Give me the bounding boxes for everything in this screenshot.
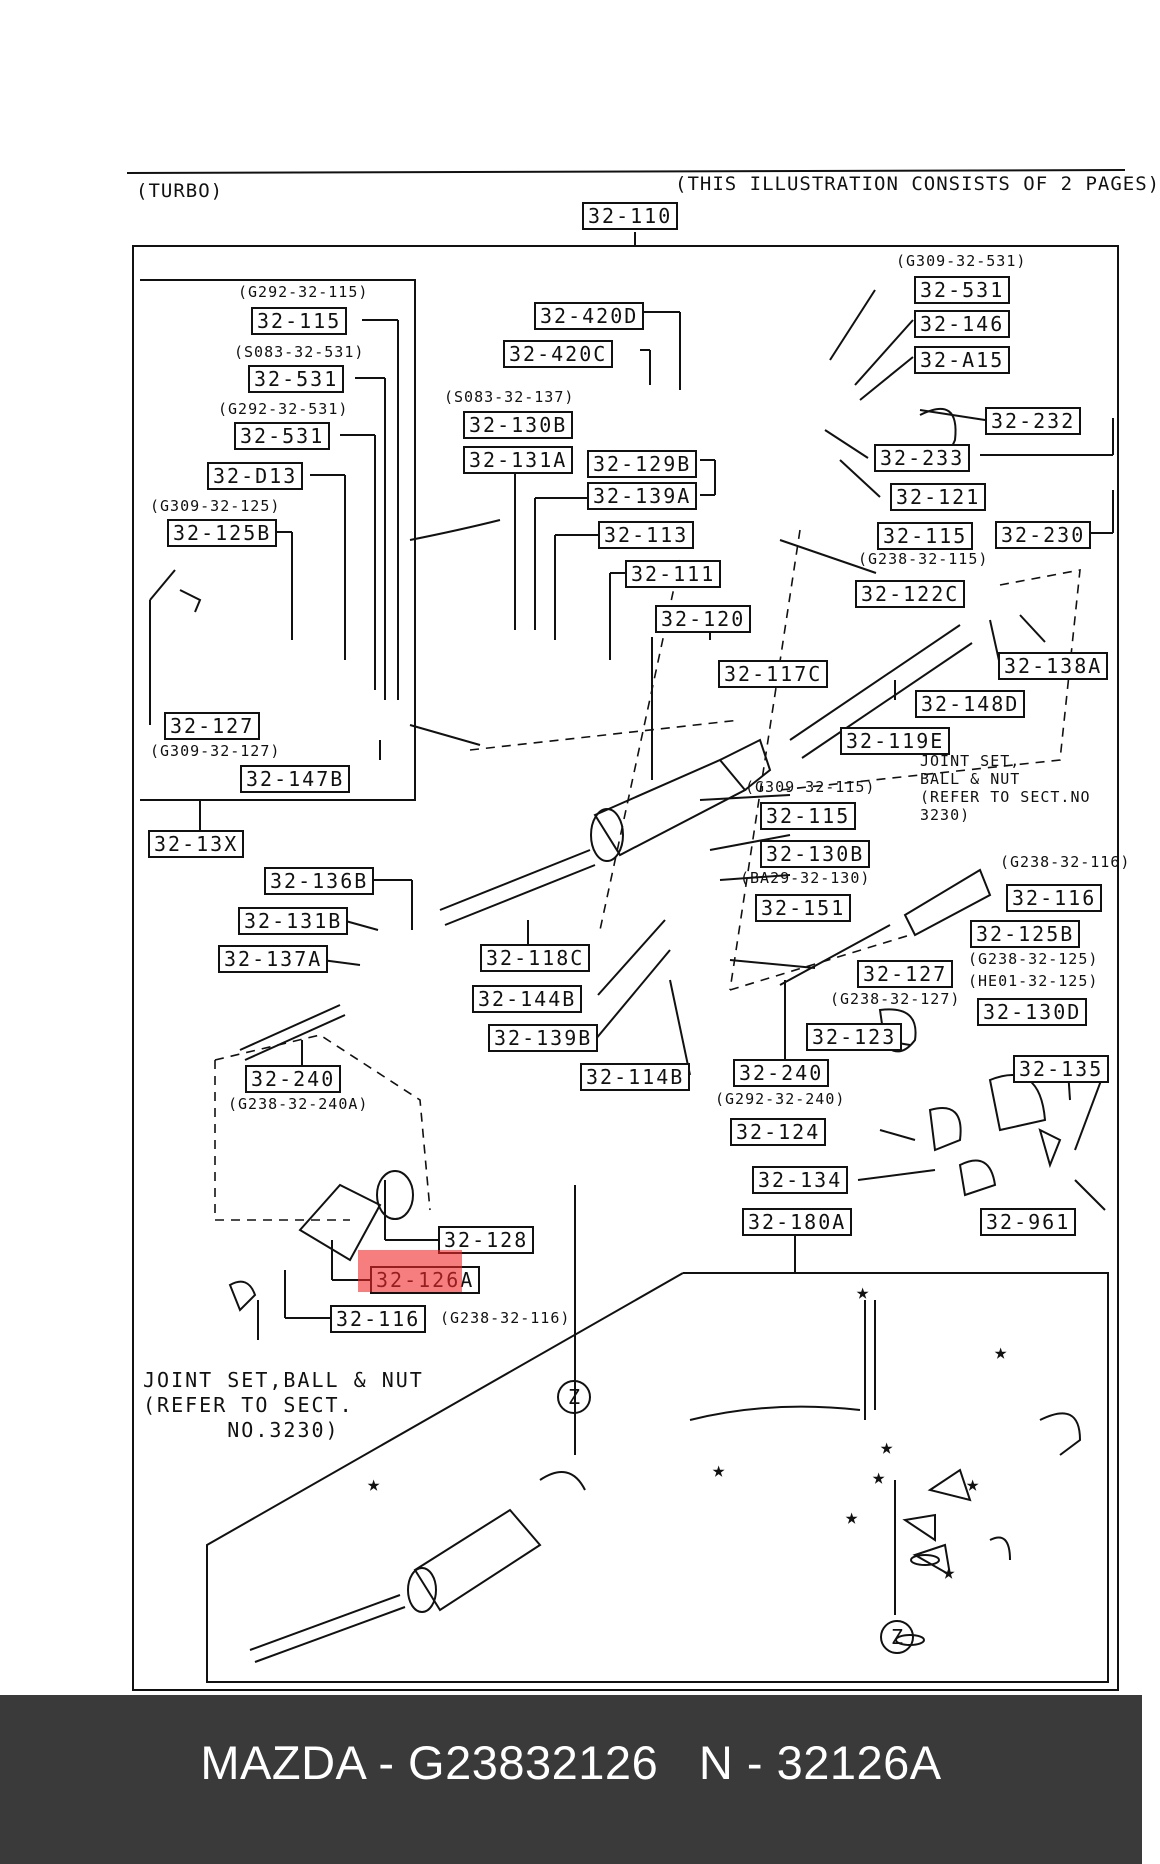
part-label[interactable]: 32-13X [148,830,245,858]
part-label[interactable]: 32-131A [463,446,574,474]
part-label[interactable]: 32-127 [164,712,261,740]
joint-set-note-left: JOINT SET,BALL & NUT (REFER TO SECT. NO.… [143,1368,424,1442]
part-label[interactable]: 32-118C [480,944,591,972]
part-caption: (G309-32-531) [896,252,1027,270]
part-label[interactable]: 32-146 [914,310,1011,338]
part-label[interactable]: 32-120 [655,605,752,633]
part-caption: (G238-32-116) [440,1309,571,1327]
part-label[interactable]: 32-135 [1013,1055,1110,1083]
part-caption: (G238-32-240A) [228,1095,369,1113]
part-label[interactable]: 32-D13 [207,462,304,490]
part-label[interactable]: 32-230 [995,521,1092,549]
part-label[interactable]: 32-113 [598,521,695,549]
part-caption: (G238-32-115) [858,550,989,568]
joint-set-note-right: JOINT SET, BALL & NUT (REFER TO SECT.NO … [920,752,1091,824]
star-icon: ★ [845,1505,859,1530]
part-label[interactable]: 32-125B [970,920,1081,948]
parts-diagram: (TURBO) (THIS ILLUSTRATION CONSISTS OF 2… [126,169,1159,1691]
part-label[interactable]: 32-420C [503,340,614,368]
part-label[interactable]: 32-115 [760,802,857,830]
part-caption: (G238-32-116) [1000,853,1131,871]
star-icon: ★ [880,1435,894,1460]
part-label[interactable]: 32-131B [238,907,349,935]
part-caption: (S083-32-137) [444,388,575,406]
part-label[interactable]: 32-123 [806,1023,903,1051]
pages-note: (THIS ILLUSTRATION CONSISTS OF 2 PAGES) [675,173,1160,195]
part-label[interactable]: 32-127 [857,960,954,988]
star-icon: ★ [966,1472,980,1497]
part-caption: (G292-32-531) [218,400,349,418]
part-label[interactable]: 32-531 [234,422,331,450]
part-label[interactable]: 32-116 [1006,884,1103,912]
star-icon: ★ [872,1465,886,1490]
part-label[interactable]: 32-420D [534,302,645,330]
part-label[interactable]: 32-151 [755,894,852,922]
part-label[interactable]: 32-130B [463,411,574,439]
footer-bar: MAZDA - G23832126 N - 32126A [0,1695,1142,1864]
part-label[interactable]: 32-144B [472,985,583,1013]
part-label[interactable]: 32-116 [330,1305,427,1333]
part-caption: (S083-32-531) [234,343,365,361]
part-caption: (G309-32-127) [150,742,281,760]
star-icon: ★ [942,1560,956,1585]
part-label[interactable]: 32-139B [488,1024,599,1052]
highlight-box [358,1250,462,1292]
part-label[interactable]: 32-134 [752,1166,849,1194]
star-icon: ★ [994,1340,1008,1365]
z-marker-bottom: Z [880,1620,914,1654]
part-label[interactable]: 32-130D [977,998,1088,1026]
part-label[interactable]: 32-531 [248,365,345,393]
part-label[interactable]: 32-115 [251,307,348,335]
part-label[interactable]: 32-121 [890,483,987,511]
variant-label: (TURBO) [136,180,224,202]
part-caption: (G238-32-127) [830,990,961,1008]
part-label[interactable]: 32-232 [985,407,1082,435]
part-label[interactable]: 32-129B [587,450,698,478]
part-caption: (G309-32-125) [150,497,281,515]
part-label[interactable]: 32-240 [733,1059,830,1087]
part-label[interactable]: 32-147B [240,765,351,793]
part-caption: (G238-32-125) [968,950,1099,968]
part-label[interactable]: 32-128 [438,1226,535,1254]
star-icon: ★ [367,1472,381,1497]
part-label[interactable]: 32-110 [582,202,679,230]
part-label[interactable]: 32-A15 [914,346,1011,374]
part-label[interactable]: 32-122C [855,580,966,608]
part-label[interactable]: 32-130B [760,840,871,868]
part-label[interactable]: 32-119E [840,727,951,755]
part-caption: (HE01-32-125) [968,972,1099,990]
part-label[interactable]: 32-233 [874,444,971,472]
part-label[interactable]: 32-961 [980,1208,1077,1236]
part-caption: (G292-32-240) [715,1090,846,1108]
part-label[interactable]: 32-136B [264,867,375,895]
footer-part-number: MAZDA - G23832126 N - 32126A [200,1736,942,1789]
part-caption: (BA29-32-130) [740,869,871,887]
part-label[interactable]: 32-125B [167,519,278,547]
part-label[interactable]: 32-114B [580,1063,691,1091]
part-label[interactable]: 32-124 [730,1118,827,1146]
star-icon: ★ [712,1458,726,1483]
diagram-linework [126,169,1126,1691]
part-caption: (G292-32-115) [238,283,369,301]
part-label[interactable]: 32-180A [742,1208,853,1236]
part-label[interactable]: 32-240 [245,1065,342,1093]
part-label[interactable]: 32-111 [625,560,722,588]
part-caption: (G309-32-115) [745,778,876,796]
part-label[interactable]: 32-139A [587,482,698,510]
part-label[interactable]: 32-148D [915,690,1026,718]
part-label[interactable]: 32-117C [718,660,829,688]
star-icon: ★ [856,1280,870,1305]
part-label[interactable]: 32-138A [998,652,1109,680]
z-marker-top: Z [557,1380,591,1414]
part-label[interactable]: 32-531 [914,276,1011,304]
part-label[interactable]: 32-115 [877,522,974,550]
part-label[interactable]: 32-137A [218,945,329,973]
